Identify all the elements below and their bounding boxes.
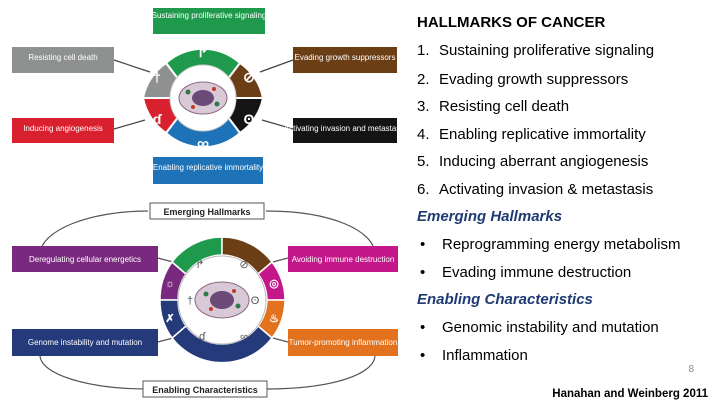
emerging-hallmarks-title: Emerging Hallmarks	[417, 208, 563, 225]
vessel-icon: ɗ	[153, 111, 163, 127]
box-resisting	[12, 47, 114, 73]
dagger-icon: †	[153, 69, 161, 85]
hallmarks-figure: ↱ ⊘ ʘ ∞ ɗ † Sustaining proliferative sig…	[12, 8, 406, 398]
label-avoiding: Avoiding immune destruction	[292, 255, 395, 264]
bottom-cell-icon	[194, 281, 250, 319]
enabling-characteristics-title: Enabling Characteristics	[417, 291, 593, 308]
box-inducing	[12, 118, 114, 143]
top-cell-icon	[178, 81, 228, 115]
hallmarks-text-panel: HALLMARKS OF CANCER 1.Sustaining prolife…	[415, 0, 720, 405]
inflammation-icon: ♨	[269, 313, 279, 325]
label-evading-growth: Evading growth suppressors	[295, 53, 396, 62]
bullet-item: •Inflammation	[420, 347, 528, 364]
box-sustaining	[153, 8, 265, 34]
list-item: 5.Inducing aberrant angiogenesis	[417, 153, 649, 170]
box-enabling-replicative	[153, 157, 263, 184]
immune-icon: ◎	[269, 278, 279, 290]
energy-icon: ☼	[165, 278, 175, 290]
citation: Hanahan and Weinberg 2011	[552, 388, 708, 400]
list-item: 4.Enabling replicative immortality	[417, 126, 646, 143]
invasion-icon-2: ʘ	[251, 295, 260, 307]
hallmarks-diagram: ↱ ⊘ ʘ ∞ ɗ † Sustaining proliferative sig…	[12, 8, 406, 398]
infinity-icon-2: ∞	[240, 331, 248, 343]
box-activating	[293, 118, 397, 143]
bullet-item: •Genomic instability and mutation	[420, 319, 659, 336]
label-deregulating: Deregulating cellular energetics	[29, 255, 141, 264]
box-genome	[12, 329, 158, 356]
label-enabling: Enabling Characteristics	[152, 385, 258, 395]
list-item: 2.Evading growth suppressors	[417, 71, 629, 88]
prohibit-icon-2: ⊘	[239, 259, 248, 271]
label-genome: Genome instability and mutation	[28, 338, 142, 347]
list-item: 3.Resisting cell death	[417, 98, 570, 115]
label-activating: Activating invasion and metastasis	[284, 124, 406, 133]
label-resisting: Resisting cell death	[28, 53, 97, 62]
box-deregulating	[12, 246, 158, 272]
label-enabling-replicative: Enabling replicative immortality	[153, 163, 263, 172]
slide-heading: HALLMARKS OF CANCER	[417, 14, 606, 31]
emerging-bracket-label	[149, 202, 265, 220]
box-tumor	[288, 329, 398, 356]
label-inducing: Inducing angiogenesis	[23, 124, 103, 133]
arrow-icon: ↱	[197, 44, 209, 60]
label-tumor: Tumor-promoting inflammation	[289, 338, 398, 347]
prohibit-icon: ⊘	[243, 69, 255, 85]
list-item: 6.Activating invasion & metastasis	[417, 181, 654, 198]
invasion-icon: ʘ	[244, 111, 255, 127]
bullet-item: •Reprogramming energy metabolism	[420, 236, 681, 253]
enabling-bracket-label	[142, 380, 268, 398]
page-number: 8	[688, 364, 694, 375]
mutation-icon: ✗	[165, 313, 174, 325]
list-item: 1.Sustaining proliferative signaling	[417, 42, 655, 59]
infinity-icon: ∞	[197, 134, 209, 153]
bullet-item: •Evading immune destruction	[420, 264, 632, 281]
dagger-icon-2: †	[187, 295, 193, 307]
box-evading-growth	[293, 47, 397, 73]
vessel-icon-2: ɗ	[199, 331, 206, 343]
label-sustaining: Sustaining proliferative signaling	[152, 11, 267, 20]
box-avoiding	[288, 246, 398, 272]
label-emerging: Emerging Hallmarks	[163, 207, 250, 217]
arrow-icon-2: ↱	[195, 259, 204, 271]
